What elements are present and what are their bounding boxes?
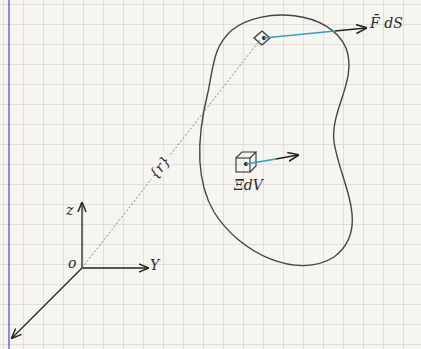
body-force-vector bbox=[246, 159, 276, 164]
margin-line bbox=[8, 0, 10, 349]
force-label: F̄ dS bbox=[370, 16, 403, 31]
axes bbox=[12, 203, 148, 338]
body-force-vector-tip bbox=[276, 155, 298, 159]
axis-label: z bbox=[66, 203, 73, 218]
volume-element bbox=[236, 152, 256, 172]
axis-label: Y bbox=[150, 258, 159, 273]
body-force-label: Ξ̄dV bbox=[234, 178, 263, 193]
force-vector bbox=[264, 31, 335, 38]
position-vector bbox=[82, 40, 260, 268]
force-vector-tip bbox=[335, 28, 366, 31]
body-outline bbox=[200, 15, 353, 266]
origin-label: o bbox=[68, 256, 76, 271]
